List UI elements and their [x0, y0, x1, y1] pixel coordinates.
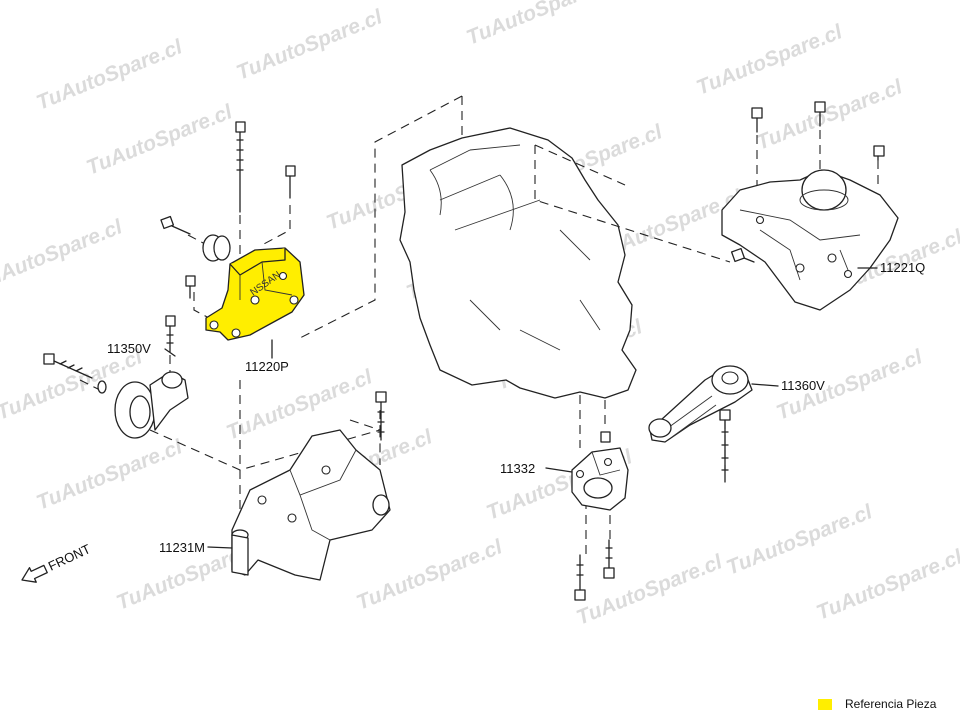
label-11350v: 11350V — [107, 341, 151, 356]
watermark: TuAutoSpare.cl — [33, 435, 186, 515]
front-indicator: FRONT — [21, 541, 93, 583]
watermark: TuAutoSpare.cl — [0, 215, 126, 295]
engine-mount-highlighted[interactable]: NSSAN — [205, 247, 305, 341]
part-labels: 11350V 11220P 11221Q 11360V 11332 11231M — [107, 260, 925, 555]
watermark: TuAutoSpare.cl — [223, 365, 376, 445]
legend-label: Referencia Pieza — [845, 697, 937, 711]
watermark: TuAutoSpare.cl — [693, 20, 846, 100]
watermark: TuAutoSpare.cl — [463, 0, 616, 50]
bracket-11332 — [571, 447, 629, 511]
label-11231m: 11231M — [159, 540, 205, 555]
front-label: FRONT — [46, 541, 93, 574]
bushing — [202, 234, 231, 262]
legend-swatch — [818, 698, 832, 710]
bracket-11231m — [231, 429, 391, 581]
bolts — [43, 101, 885, 601]
watermark: TuAutoSpare.cl — [233, 5, 386, 85]
insulator-11350v — [114, 371, 189, 439]
legend: Referencia Pieza — [818, 697, 936, 711]
watermark: TuAutoSpare.cl — [573, 550, 726, 630]
torque-rod-11360v — [648, 365, 753, 443]
label-11332: 11332 — [500, 461, 535, 476]
engine-block — [399, 127, 637, 399]
label-11360v: 11360V — [781, 378, 825, 393]
label-11220p: 11220P — [245, 359, 289, 374]
rear-mount-11221q — [721, 169, 899, 311]
watermark: TuAutoSpare.cl — [753, 75, 906, 155]
watermark: TuAutoSpare.cl — [813, 545, 960, 625]
watermark: TuAutoSpare.cl — [33, 35, 186, 115]
watermark: TuAutoSpare.cl — [353, 535, 506, 615]
guide-lines — [79, 95, 879, 560]
watermark: TuAutoSpare.cl — [723, 500, 876, 580]
label-11221q: 11221Q — [880, 260, 925, 275]
front-arrow-icon — [21, 564, 48, 583]
watermark: TuAutoSpare.cl — [83, 100, 236, 180]
